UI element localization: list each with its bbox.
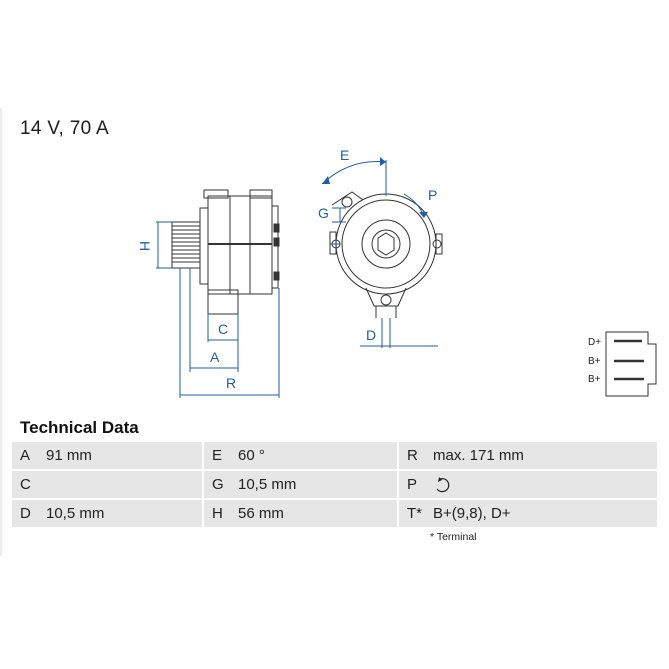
spec-key: A — [12, 442, 42, 471]
spec-value: max. 171 mm — [429, 442, 657, 471]
spec-key: R — [399, 442, 429, 471]
label-h: H — [137, 241, 153, 251]
spec-value — [42, 470, 202, 500]
header-blank — [0, 0, 669, 108]
technical-data-table: A 91 mm E 60 ° R max. 171 mm C G 10,5 mm… — [12, 442, 657, 529]
front-dimension-labels: E P G D — [318, 147, 437, 343]
spec-key: P — [399, 470, 429, 500]
label-g: G — [318, 205, 329, 221]
side-dimensions — [156, 221, 280, 398]
label-e: E — [340, 147, 349, 163]
label-p: P — [428, 187, 437, 203]
table-row: D 10,5 mm H 56 mm T* B+(9,8), D+ — [12, 499, 657, 529]
spec-key: C — [12, 470, 42, 500]
left-rule — [0, 108, 2, 556]
terminal-label-1: D+ — [588, 337, 601, 348]
spec-key: T* — [399, 499, 429, 529]
technical-data-title: Technical Data — [20, 418, 139, 437]
label-r: R — [226, 375, 236, 391]
spec-key: E — [204, 442, 234, 471]
rotation-direction-icon — [436, 476, 450, 492]
spec-value-rotation — [429, 470, 657, 500]
label-c: C — [218, 321, 228, 337]
side-view — [171, 189, 280, 315]
alternator-drawing: H C A R — [137, 147, 657, 398]
front-dimensions — [321, 157, 438, 348]
table-row: A 91 mm E 60 ° R max. 171 mm — [12, 442, 657, 471]
terminal-label-2: B+ — [588, 356, 601, 367]
spec-value: B+(9,8), D+ — [429, 499, 657, 529]
terminal-connector — [605, 331, 657, 397]
spec-value: 10,5 mm — [234, 470, 397, 500]
spec-value: 91 mm — [42, 442, 202, 471]
spec-value: 10,5 mm — [42, 499, 202, 529]
label-a: A — [210, 349, 220, 365]
spec-key: H — [204, 499, 234, 529]
spec-value: 56 mm — [234, 499, 397, 529]
terminal-label-3: B+ — [588, 374, 601, 385]
terminal-labels: D+ B+ B+ — [588, 337, 601, 385]
table-row: C G 10,5 mm P — [12, 470, 657, 500]
terminal-footnote: * Terminal — [430, 531, 477, 543]
spec-value: 60 ° — [234, 442, 397, 471]
label-d: D — [366, 327, 376, 343]
spec-headline: 14 V, 70 A — [20, 118, 109, 139]
front-view — [329, 191, 443, 318]
side-dimension-labels: H C A R — [137, 241, 236, 391]
spec-key: G — [204, 470, 234, 500]
spec-key: D — [12, 499, 42, 529]
